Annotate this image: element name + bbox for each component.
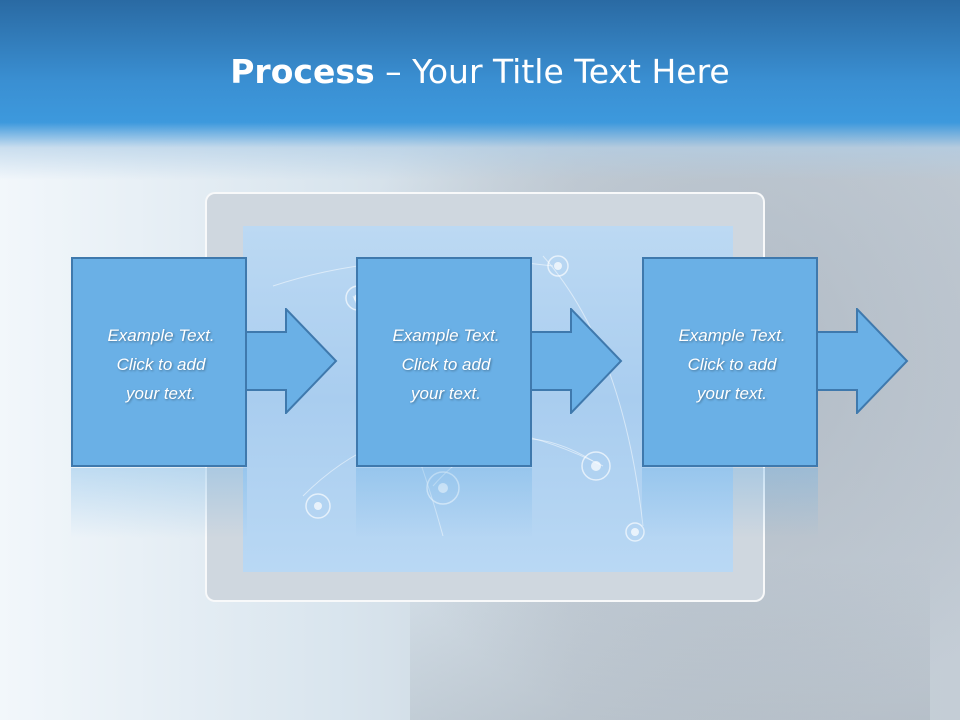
network-node-dot [554, 262, 562, 270]
process-box-3-text: Example Text. Click to add your text. [644, 259, 820, 469]
process-box-1[interactable]: Example Text. Click to add your text. [71, 257, 247, 467]
network-node [625, 522, 645, 542]
process-box-2-text: Example Text. Click to add your text. [358, 259, 534, 469]
process-box-3-reflection [642, 468, 818, 538]
network-node-dot [591, 461, 601, 471]
step-text-line: your text. [411, 383, 481, 403]
title-bold-part: Process [230, 52, 375, 91]
process-arrow-3 [815, 308, 909, 414]
step-text-line: Click to add [687, 354, 777, 374]
process-arrow-1 [244, 308, 338, 414]
step-text-line: Click to add [401, 354, 491, 374]
process-box-3[interactable]: Example Text. Click to add your text. [642, 257, 818, 467]
network-node [547, 255, 569, 277]
step-text-line: Example Text. [107, 325, 215, 345]
process-box-1-text: Example Text. Click to add your text. [73, 259, 249, 469]
network-node [581, 451, 611, 481]
network-node-dot [631, 528, 639, 536]
title-rest-part: – Your Title Text Here [374, 52, 730, 91]
process-arrow-2 [529, 308, 623, 414]
step-text-line: Click to add [116, 354, 206, 374]
step-text-line: your text. [697, 383, 767, 403]
process-box-2-reflection [356, 468, 532, 538]
network-node-dot [314, 502, 322, 510]
step-text-line: Example Text. [678, 325, 786, 345]
network-node [305, 493, 331, 519]
process-box-2[interactable]: Example Text. Click to add your text. [356, 257, 532, 467]
step-text-line: Example Text. [392, 325, 500, 345]
network-node [426, 471, 460, 505]
process-box-1-reflection [71, 468, 247, 538]
step-text-line: your text. [126, 383, 196, 403]
network-node-dot [438, 483, 448, 493]
page-title[interactable]: Process – Your Title Text Here [0, 52, 960, 91]
header-band [0, 0, 960, 180]
